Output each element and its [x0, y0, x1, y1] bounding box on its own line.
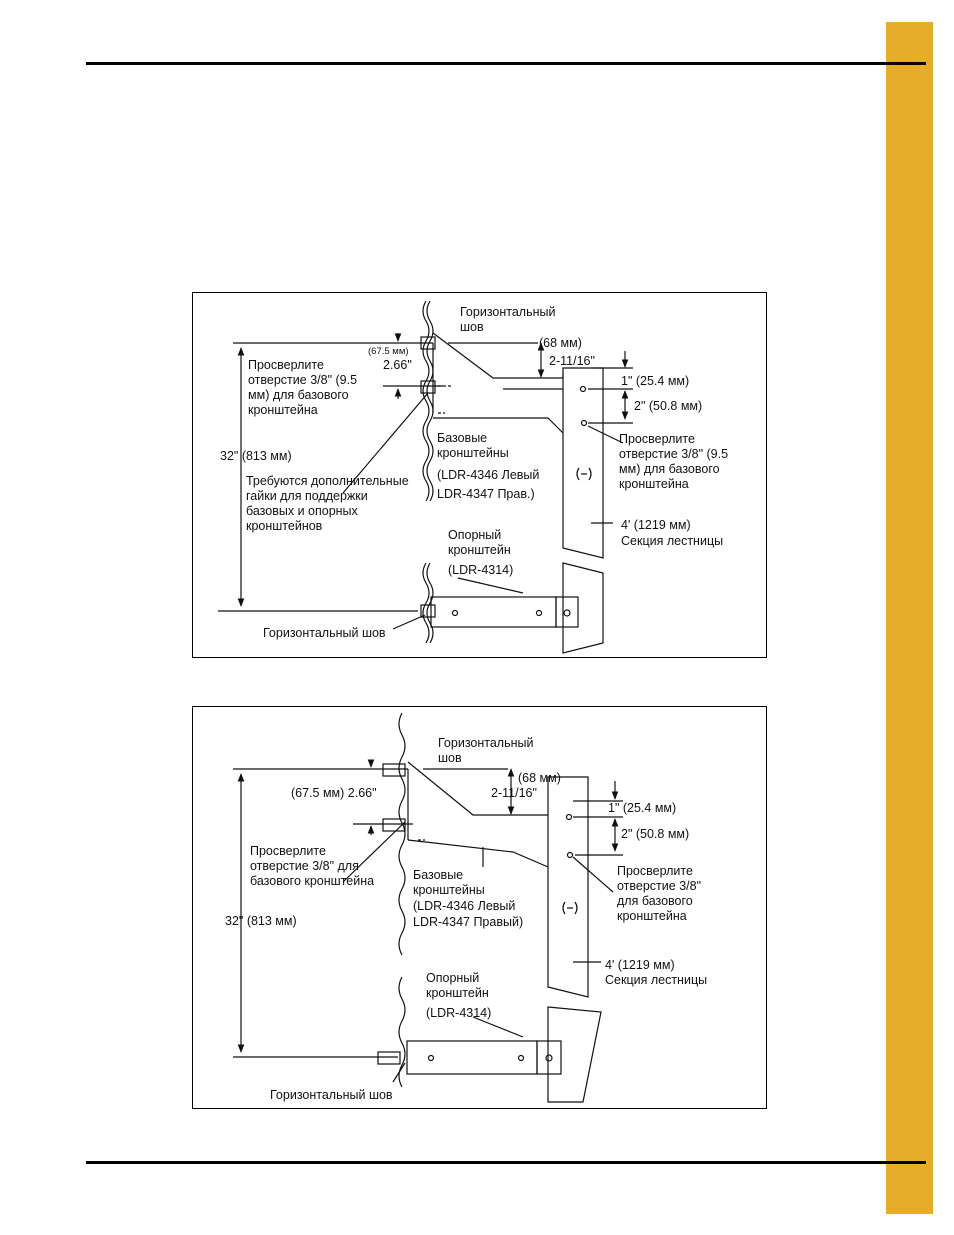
header-rule	[86, 62, 926, 65]
support-bracket	[406, 1040, 538, 1075]
bin-wall-upper-2	[426, 300, 434, 502]
section-tab	[886, 22, 933, 1214]
f2-base-brackets-2: кронштейны	[413, 883, 485, 897]
f1-dim-2-66: 2.66"	[383, 358, 412, 372]
f1-ladder-1: 4' (1219 мм)	[621, 518, 691, 532]
f1-dim-2-11-16: 2-11/16"	[549, 354, 595, 368]
f1-dim-67-5: (67.5 мм)	[368, 346, 409, 357]
f2-drill-right-1: Просверлите	[617, 864, 693, 878]
bin-wall-lower-2	[426, 562, 434, 644]
diagram-1-drawing: Горизонтальный шов (68 мм) 2-11/16" (67.…	[218, 300, 728, 654]
f2-dim-68: (68 мм)	[518, 771, 561, 785]
f1-ladder-2: Секция лестницы	[621, 534, 723, 548]
bin-wall-upper	[422, 300, 430, 502]
f1-base-brackets-3: (LDR-4346 Левый	[437, 468, 539, 482]
f2-support-2: кронштейн	[426, 986, 489, 1000]
f1-base-brackets-4: LDR-4347 Прав.)	[437, 487, 535, 501]
ladder-rail-upper	[547, 776, 589, 998]
bin-wall-upper	[398, 712, 406, 956]
f1-extra-nuts-1: Требуются дополнительные	[246, 474, 409, 488]
footer-rule	[86, 1161, 926, 1164]
f1-seam-top-1: Горизонтальный	[460, 305, 555, 319]
f2-base-brackets-1: Базовые	[413, 868, 463, 882]
f1-support-3: (LDR-4314)	[448, 563, 513, 577]
f2-drill-left-1: Просверлите	[250, 844, 326, 858]
f2-seam-bottom: Горизонтальный шов	[270, 1088, 393, 1102]
ladder-rail-lower	[562, 562, 604, 654]
f2-drill-left-3: базового кронштейна	[250, 874, 374, 888]
f1-drill-right-1: Просверлите	[619, 432, 695, 446]
ladder-rail-lower	[547, 1006, 602, 1103]
f2-drill-right-2: отверстие 3/8"	[617, 879, 701, 893]
f2-support-3: (LDR-4314)	[426, 1006, 491, 1020]
bin-wall-lower	[422, 562, 430, 644]
base-bracket	[407, 761, 548, 816]
f1-dim-2in: 2" (50.8 мм)	[634, 399, 702, 413]
f1-drill-right-2: отверстие 3/8" (9.5	[619, 447, 728, 461]
f2-seam-top-2: шов	[438, 751, 462, 765]
f1-drill-left-3: мм) для базового	[248, 388, 349, 402]
f2-dim-67-5-266: (67.5 мм) 2.66"	[291, 786, 377, 800]
f2-dim-2-11-16: 2-11/16"	[491, 786, 537, 800]
f2-support-1: Опорный	[426, 971, 479, 985]
f1-drill-right-4: кронштейна	[619, 477, 689, 491]
f2-seam-top-1: Горизонтальный	[438, 736, 533, 750]
f1-drill-left-1: Просверлите	[248, 358, 324, 372]
f1-extra-nuts-3: базовых и опорных	[246, 504, 359, 518]
f2-base-brackets-4: LDR-4347 Правый)	[413, 915, 523, 929]
f2-drill-left-2: отверстие 3/8" для	[250, 859, 359, 873]
f1-extra-nuts-2: гайки для поддержки	[246, 489, 368, 503]
f2-drill-right-3: для базового	[617, 894, 693, 908]
f2-ladder-2: Секция лестницы	[605, 973, 707, 987]
f1-base-brackets-1: Базовые	[437, 431, 487, 445]
f1-drill-left-2: отверстие 3/8" (9.5	[248, 373, 357, 387]
f1-support-1: Опорный	[448, 528, 501, 542]
f2-drill-right-4: кронштейна	[617, 909, 687, 923]
f2-dim-32: 32" (813 мм)	[225, 914, 297, 928]
diagram-2-drawing: Горизонтальный шов (68 мм) 2-11/16" (67.…	[225, 712, 707, 1103]
bin-wall-lower	[398, 976, 406, 1088]
f1-extra-nuts-4: кронштейнов	[246, 519, 323, 533]
f2-dim-2in: 2" (50.8 мм)	[621, 827, 689, 841]
f1-seam-bottom: Горизонтальный шов	[263, 626, 386, 640]
diagram-figure-1: Горизонтальный шов (68 мм) 2-11/16" (67.…	[192, 292, 767, 658]
f1-drill-left-4: кронштейна	[248, 403, 318, 417]
f2-dim-1in: 1" (25.4 мм)	[608, 801, 676, 815]
f1-support-2: кронштейн	[448, 543, 511, 557]
f1-dim-68: (68 мм)	[539, 336, 582, 350]
f2-base-brackets-3: (LDR-4346 Левый	[413, 899, 515, 913]
f2-ladder-1: 4' (1219 мм)	[605, 958, 675, 972]
f1-drill-right-3: мм) для базового	[619, 462, 720, 476]
diagram-figure-2: Горизонтальный шов (68 мм) 2-11/16" (67.…	[192, 706, 767, 1109]
f1-seam-top-2: шов	[460, 320, 484, 334]
ladder-rail-upper	[562, 367, 604, 559]
f1-base-brackets-2: кронштейны	[437, 446, 509, 460]
f1-dim-32: 32" (813 мм)	[220, 449, 292, 463]
f1-dim-1in: 1" (25.4 мм)	[621, 374, 689, 388]
